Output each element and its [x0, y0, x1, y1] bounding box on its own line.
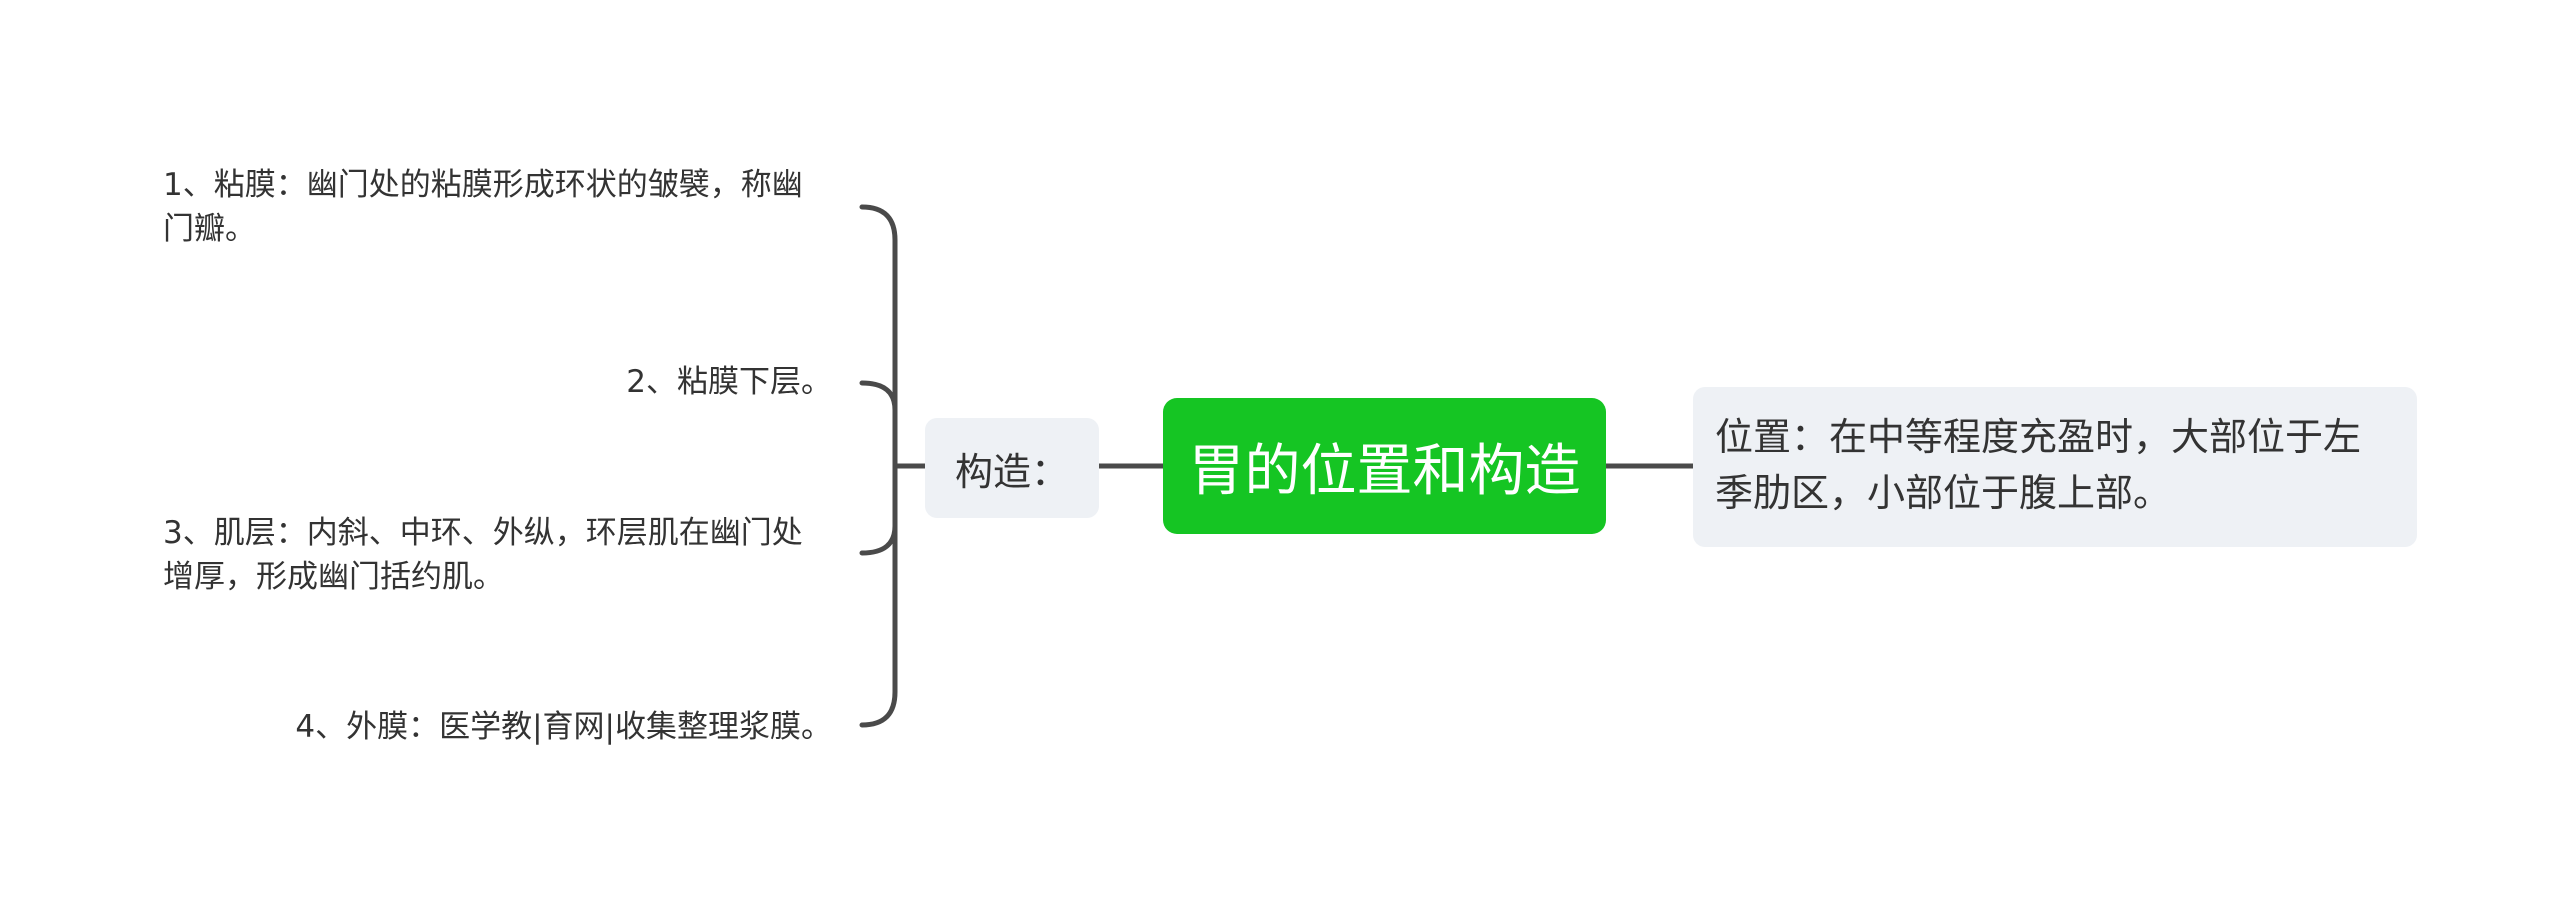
bracket-spine [859, 204, 898, 728]
leaf-submucosa-label: 2、粘膜下层。 [626, 364, 832, 400]
branch-position[interactable]: 位置：在中等程度充盈时，大部位于左季肋区，小部位于腹上部。 [1693, 387, 2417, 547]
leaf-submucosa[interactable]: 2、粘膜下层。 [400, 360, 832, 404]
leaf-adventitia[interactable]: 4、外膜：医学教|育网|收集整理浆膜。 [200, 705, 832, 749]
center-topic-label: 胃的位置和构造 [1188, 438, 1581, 504]
leaf-mucosa-label: 1、粘膜：幽门处的粘膜形成环状的皱襞，称幽门瓣。 [163, 167, 803, 247]
branch-structure-label: 构造： [954, 449, 1069, 494]
bracket-tick-leaf-2 [859, 380, 898, 413]
leaf-muscle-layer[interactable]: 3、肌层：内斜、中环、外纵，环层肌在幽门处增厚，形成幽门括约肌。 [163, 511, 833, 599]
leaf-muscle-layer-label: 3、肌层：内斜、中环、外纵，环层肌在幽门处增厚，形成幽门括约肌。 [163, 515, 803, 595]
center-topic[interactable]: 胃的位置和构造 [1163, 398, 1606, 534]
bracket-tick-leaf-3 [859, 523, 898, 556]
leaf-adventitia-label: 4、外膜：医学教|育网|收集整理浆膜。 [295, 709, 832, 745]
leaf-mucosa[interactable]: 1、粘膜：幽门处的粘膜形成环状的皱襞，称幽门瓣。 [163, 163, 833, 251]
branch-position-label: 位置：在中等程度充盈时，大部位于左季肋区，小部位于腹上部。 [1715, 415, 2362, 515]
branch-structure[interactable]: 构造： [925, 418, 1099, 518]
